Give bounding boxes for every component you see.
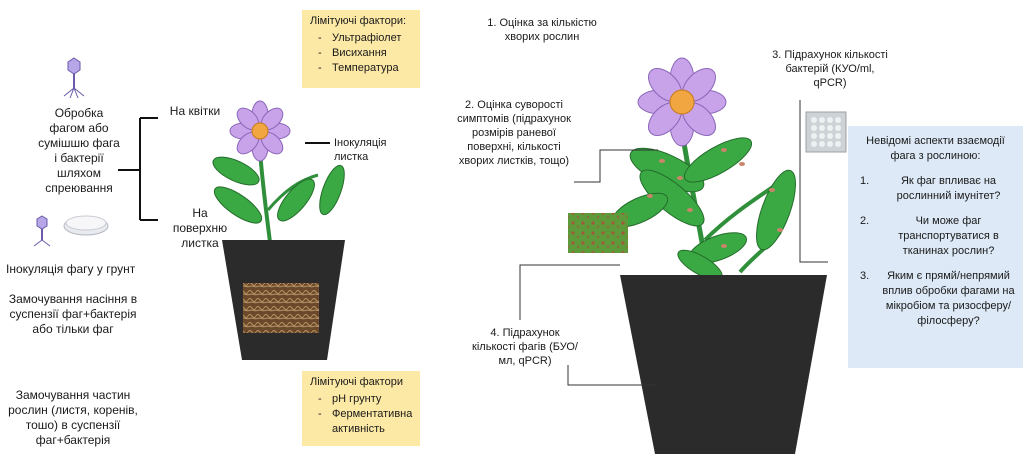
unknown-item-text: Яким є прямй/непрямий вплив обробки фага… [882, 270, 1014, 327]
limiting-top-item: Температура [310, 61, 412, 76]
unknown-item-number: 2. [860, 214, 869, 229]
step-2-label: 2. Оцінка суворості симптомів (підрахуно… [450, 98, 578, 168]
step-4-label: 4. Підрахунок кількості фагів (БУО/мл, q… [470, 326, 580, 368]
step-3-label: 3. Підрахунок кількості бактерій (КУО/ml… [770, 48, 890, 90]
branch-leaf-label: На поверхню листка [168, 206, 232, 251]
soil-inoculation-label: Інокуляція фагу у грунт [6, 262, 151, 276]
branch-flowers-label: На квітки [160, 104, 230, 118]
limiting-factors-bottom: Лімітуючі фактори pH грунту Ферментативн… [302, 371, 420, 446]
step-1-label: 1. Оцінка за кількістю хворих рослин [484, 16, 600, 44]
limiting-factors-top-title: Лімітуючі фактори: [310, 14, 412, 29]
petri-dish-icon [64, 216, 108, 235]
unknown-item-number: 3. [860, 269, 869, 284]
diseased-leaf-photo [568, 213, 628, 253]
limiting-top-item: Висихання [310, 46, 412, 61]
unknown-item-text: Чи може фаг транспортуватися в тканинах … [898, 215, 999, 257]
treatment-label: Обробка фагом або сумішшю фага і бактері… [36, 106, 122, 196]
unknown-item: 3. Яким є прямй/непрямий вплив обробки фа… [856, 269, 1015, 329]
unknown-item: 2. Чи може фаг транспортуватися в тканина… [856, 214, 1015, 259]
seed-soaking-label: Замочування насіння в суспензії фаг+бакт… [8, 292, 138, 337]
unknown-aspects-title: Невідомі аспекти взаємодії фага з рослин… [856, 134, 1015, 164]
right-plant [608, 58, 804, 285]
unknown-item-text: Як фаг впливає на рослинний імунітет? [897, 175, 1001, 202]
right-pot [620, 275, 827, 454]
parts-soaking-label: Замочування частин рослин (листя, корені… [6, 388, 140, 448]
limiting-bottom-item: Ферментативна активність [310, 407, 412, 437]
leaf-inoculation-label: Інокуляція листка [334, 136, 414, 164]
limiting-bottom-item: pH грунту [310, 392, 412, 407]
limiting-top-item: Ультрафіолет [310, 31, 412, 46]
limiting-factors-bottom-title: Лімітуючі фактори [310, 375, 412, 390]
unknown-item-number: 1. [860, 174, 869, 189]
phage-icon [64, 58, 84, 98]
unknown-aspects-box: Невідомі аспекти взаємодії фага з рослин… [848, 126, 1023, 368]
limiting-factors-top: Лімітуючі фактори: Ультрафіолет Висиханн… [302, 10, 420, 88]
phage-icon [34, 216, 50, 246]
agar-plate-icon [806, 112, 846, 152]
unknown-item: 1. Як фаг впливає на рослинний імунітет? [856, 174, 1015, 204]
roots-photo [243, 283, 319, 333]
